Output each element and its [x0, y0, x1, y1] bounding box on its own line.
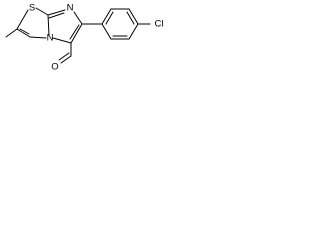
bond-nbridge-c3	[29, 36, 47, 39]
phenyl-double-1	[105, 11, 114, 25]
bond-c7a-n1	[47, 9, 66, 16]
bond-c7a-nbridge	[47, 14, 50, 36]
bond-cho-o	[60, 55, 72, 64]
bond-c3-c2	[16, 28, 31, 38]
bond-c7a-n1-double	[48, 12, 65, 19]
bond-c2-s	[16, 9, 29, 30]
bond-cho-o-double	[58, 52, 70, 61]
phenyl-bond-4	[128, 23, 139, 40]
chlorine-atom-label: Cl	[155, 19, 164, 30]
phenyl-bond-1	[101, 8, 112, 25]
phenyl-double-2	[126, 11, 135, 25]
phenyl-bond-6	[101, 23, 112, 40]
aldehyde-oxygen-atom-label: O	[51, 62, 58, 73]
bond-c5-nbridge	[52, 37, 72, 44]
bond-c6-c5	[70, 23, 83, 44]
chemical-structure: S N N Cl O	[5, 3, 164, 73]
sulfur-atom-label: S	[29, 3, 35, 14]
bond-c6-c5-double	[69, 24, 80, 40]
bond-n1-c6	[73, 11, 83, 25]
ring-nitrogen-atom-label: N	[67, 3, 74, 14]
phenyl-bond-3	[128, 8, 139, 25]
bridge-nitrogen-atom-label: N	[47, 33, 54, 44]
bond-s-c7a	[35, 7, 49, 16]
methyl-bond	[5, 28, 18, 38]
bond-c3-c2-double	[19, 28, 30, 35]
